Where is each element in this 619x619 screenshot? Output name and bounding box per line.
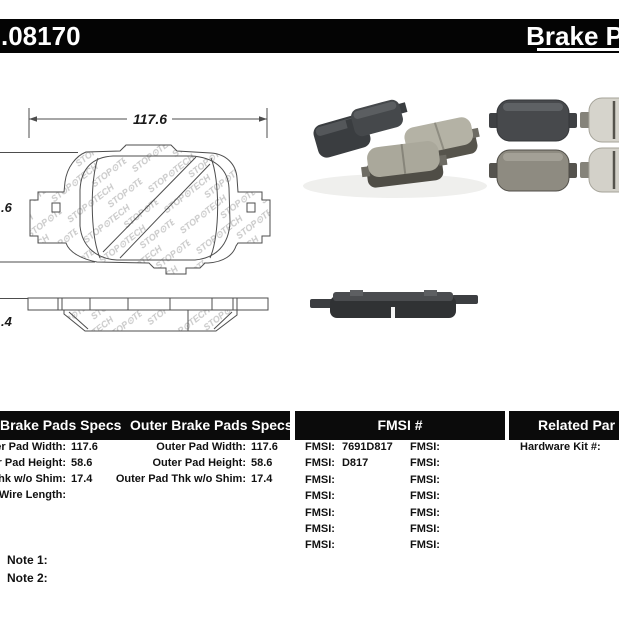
flat-pad-light-row1 <box>580 97 619 143</box>
inner-spec-value: 17.4 <box>71 473 93 485</box>
inner-spec-label: ner Pad Width: <box>0 441 66 453</box>
outer-spec-label: Outer Pad Width: <box>156 441 246 453</box>
height-dimension-label: .6 <box>1 200 13 215</box>
hardware-kit-label: Hardware Kit #: <box>520 441 601 453</box>
flat-pad-light-row2 <box>580 147 619 193</box>
thickness-dimension: .4 <box>0 298 28 329</box>
fmsi-header: FMSI # <box>295 411 505 440</box>
photo-shadow <box>303 174 487 198</box>
height-dimension: .6 <box>0 152 95 263</box>
inner-spec-label: Thk w/o Shim: <box>0 473 66 485</box>
fmsi-row: FMSI: <box>305 523 335 535</box>
related-parts-header: Related Par <box>509 411 619 440</box>
side-friction-outline <box>63 309 238 332</box>
part-number: .08170 <box>1 21 81 51</box>
chamfer-slot-line <box>119 163 211 259</box>
outer-specs-header: Outer Brake Pads Specs <box>130 417 293 433</box>
fmsi-row: FMSI: <box>410 474 440 486</box>
fmsi-row: FMSI: <box>305 490 335 502</box>
fmsi-row: FMSI: <box>410 507 440 519</box>
photo-side-view <box>310 290 478 318</box>
edge-chamfer-line <box>209 157 219 259</box>
ear-hole <box>51 202 61 213</box>
pad-back-dark-2 <box>345 99 408 137</box>
flat-pad-dark-row2 <box>489 149 577 192</box>
outer-spec-value: 117.6 <box>251 441 278 453</box>
fmsi-row: FMSI: <box>410 523 440 535</box>
side-view-drawing <box>27 297 269 332</box>
specs-header-bar: Brake Pads Specs Outer Brake Pads Specs <box>0 411 293 440</box>
width-dimension-label: 117.6 <box>133 111 167 127</box>
inner-spec-label: er Pad Height: <box>0 457 66 469</box>
inner-spec-value: 117.6 <box>71 441 98 453</box>
edge-chamfer-line <box>91 157 101 259</box>
fmsi-row: FMSI: <box>305 474 335 486</box>
pad-face-light-front <box>361 141 448 188</box>
page-title: Brake P <box>526 21 619 51</box>
fmsi-row: FMSI: <box>410 539 440 551</box>
outer-spec-label: Outer Pad Height: <box>152 457 246 469</box>
inner-specs-header: Brake Pads Specs <box>0 417 122 433</box>
fmsi-row: FMSI: <box>305 507 335 519</box>
arrowhead-left <box>29 116 37 122</box>
inner-spec-label: r Wire Length: <box>0 489 66 501</box>
ear-hole <box>246 202 256 213</box>
fmsi-row: FMSI: <box>410 490 440 502</box>
backing-plate-outline <box>29 144 271 275</box>
inner-spec-value: 58.6 <box>71 457 93 469</box>
outer-spec-value: 17.4 <box>251 473 273 485</box>
fmsi-row: FMSI: <box>410 441 440 453</box>
arrowhead-right <box>259 116 267 122</box>
outer-spec-value: 58.6 <box>251 457 273 469</box>
fmsi-row: FMSI: <box>410 457 440 469</box>
fmsi-row: FMSI: <box>305 539 335 551</box>
width-dimension: 117.6 <box>28 108 268 138</box>
title-underline <box>537 48 619 51</box>
photo-perspective-view <box>303 99 487 198</box>
chamfer-slot-line <box>102 156 197 253</box>
outer-spec-label: Outer Pad Thk w/o Shim: <box>115 473 246 485</box>
note-1: Note 1: <box>7 553 48 567</box>
note-2: Note 2: <box>7 571 48 585</box>
front-view-drawing <box>29 144 271 275</box>
fmsi-row: FMSI:7691D817 <box>305 441 393 453</box>
thickness-dimension-label: .4 <box>1 314 13 329</box>
photo-flat-view <box>489 97 619 193</box>
fmsi-row: FMSI:D817 <box>305 457 369 469</box>
flat-pad-dark-row1 <box>489 99 577 142</box>
title-bar: .08170 Brake P <box>0 19 619 53</box>
